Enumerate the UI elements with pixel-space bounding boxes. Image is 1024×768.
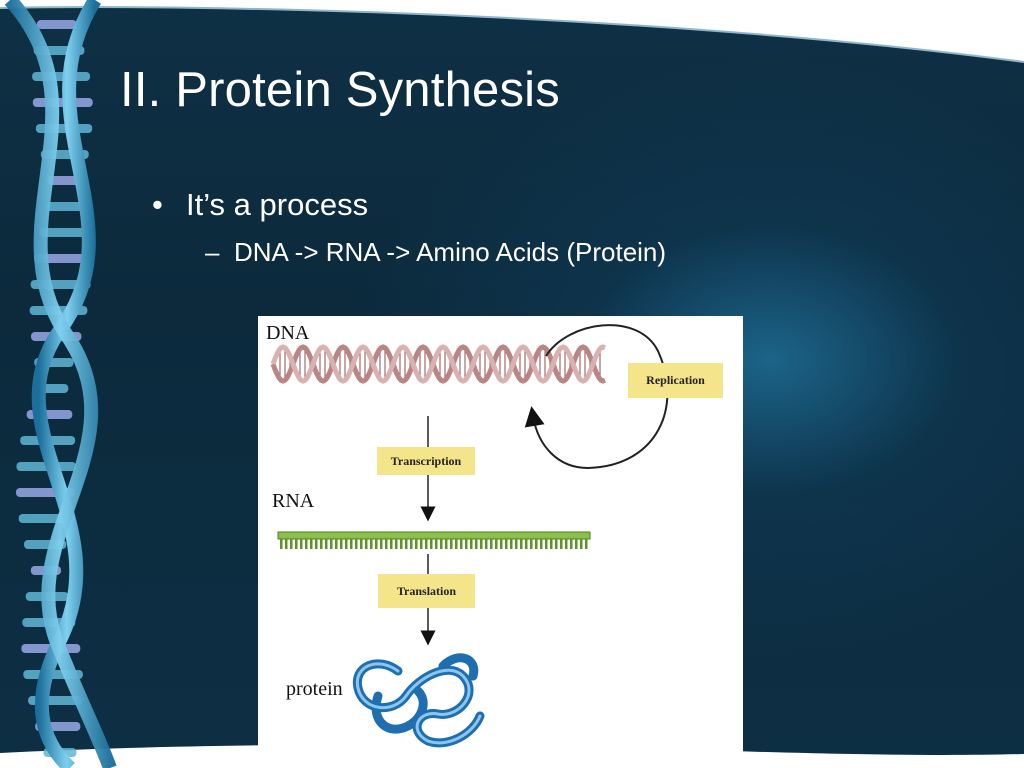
rna-base	[490, 539, 493, 549]
rna-base	[435, 539, 438, 549]
rna-base	[535, 539, 538, 549]
slide-title: II. Protein Synthesis	[120, 63, 560, 117]
rna-base	[315, 539, 318, 549]
rna-base	[375, 539, 378, 549]
rna-base	[545, 539, 548, 549]
rna-base	[480, 539, 483, 549]
rna-base	[425, 539, 428, 549]
top-wave-decoration	[0, 0, 1024, 63]
bullet-item: • It’s a process	[152, 187, 368, 223]
rna-base	[515, 539, 518, 549]
rna-base	[365, 539, 368, 549]
rna-base	[415, 539, 418, 549]
rna-base	[440, 539, 443, 549]
rna-base	[430, 539, 433, 549]
rna-base	[500, 539, 503, 549]
rna-base	[525, 539, 528, 549]
rna-base	[285, 539, 288, 549]
sub-bullet-text: DNA -> RNA -> Amino Acids (Protein)	[234, 237, 667, 267]
replication-label-box: Replication	[628, 363, 723, 398]
rna-base	[335, 539, 338, 549]
rna-base	[280, 539, 283, 549]
sub-bullet-item: –DNA -> RNA -> Amino Acids (Protein)	[205, 237, 666, 268]
protein-label: protein	[286, 678, 343, 700]
translation-label-box: Translation	[378, 574, 475, 608]
rna-base	[470, 539, 473, 549]
rna-base	[310, 539, 313, 549]
rna-base	[475, 539, 478, 549]
rna-base	[360, 539, 363, 549]
rna-base	[530, 539, 533, 549]
rna-base	[455, 539, 458, 549]
rna-base	[560, 539, 563, 549]
rna-base	[495, 539, 498, 549]
dna-helix-decoration	[4, 0, 117, 768]
helix-rung	[36, 20, 77, 29]
rna-base	[510, 539, 513, 549]
helix-rung	[46, 176, 84, 185]
rna-base	[355, 539, 358, 549]
rna-base	[585, 539, 588, 549]
bullet-marker: •	[152, 187, 163, 222]
rna-base	[295, 539, 298, 549]
rna-base	[580, 539, 583, 549]
rna-base	[410, 539, 413, 549]
dna-label: DNA	[266, 322, 310, 344]
rna-base	[380, 539, 383, 549]
bottom-wave-decoration	[0, 744, 1024, 768]
rna-base	[550, 539, 553, 549]
sub-bullet-marker: –	[205, 237, 220, 267]
dna-double-helix	[270, 344, 606, 384]
rna-base	[330, 539, 333, 549]
rna-base	[520, 539, 523, 549]
rna-base	[400, 539, 403, 549]
rna-base	[485, 539, 488, 549]
rna-base	[405, 539, 408, 549]
rna-base	[350, 539, 353, 549]
rna-base	[370, 539, 373, 549]
rna-base	[460, 539, 463, 549]
rna-base	[570, 539, 573, 549]
replication-loop-arrow	[524, 324, 669, 470]
rna-base	[395, 539, 398, 549]
rna-base	[445, 539, 448, 549]
helix-rung	[35, 124, 93, 133]
protein-highlight	[355, 662, 482, 745]
rna-base	[450, 539, 453, 549]
rna-base	[320, 539, 323, 549]
helix-rung	[32, 72, 91, 81]
rna-base	[565, 539, 568, 549]
diagram-graphics	[270, 324, 669, 748]
rna-base	[555, 539, 558, 549]
transcription-label-box: Transcription	[377, 447, 475, 475]
rna-base	[385, 539, 388, 549]
rna-strand	[277, 531, 591, 549]
rna-base	[465, 539, 468, 549]
rna-base	[325, 539, 328, 549]
helix-rung	[46, 202, 83, 211]
rna-base	[390, 539, 393, 549]
bullet-text: It’s a process	[186, 187, 369, 222]
rna-base	[345, 539, 348, 549]
rna-label: RNA	[272, 490, 315, 512]
rna-base	[340, 539, 343, 549]
rna-base	[575, 539, 578, 549]
protein-synthesis-diagram: DNA RNA protein Replication Transcriptio…	[258, 316, 743, 754]
rna-base	[505, 539, 508, 549]
rna-base	[540, 539, 543, 549]
rna-base	[420, 539, 423, 549]
rna-base	[305, 539, 308, 549]
helix-rung	[39, 228, 88, 237]
rna-base	[300, 539, 303, 549]
rna-base	[290, 539, 293, 549]
